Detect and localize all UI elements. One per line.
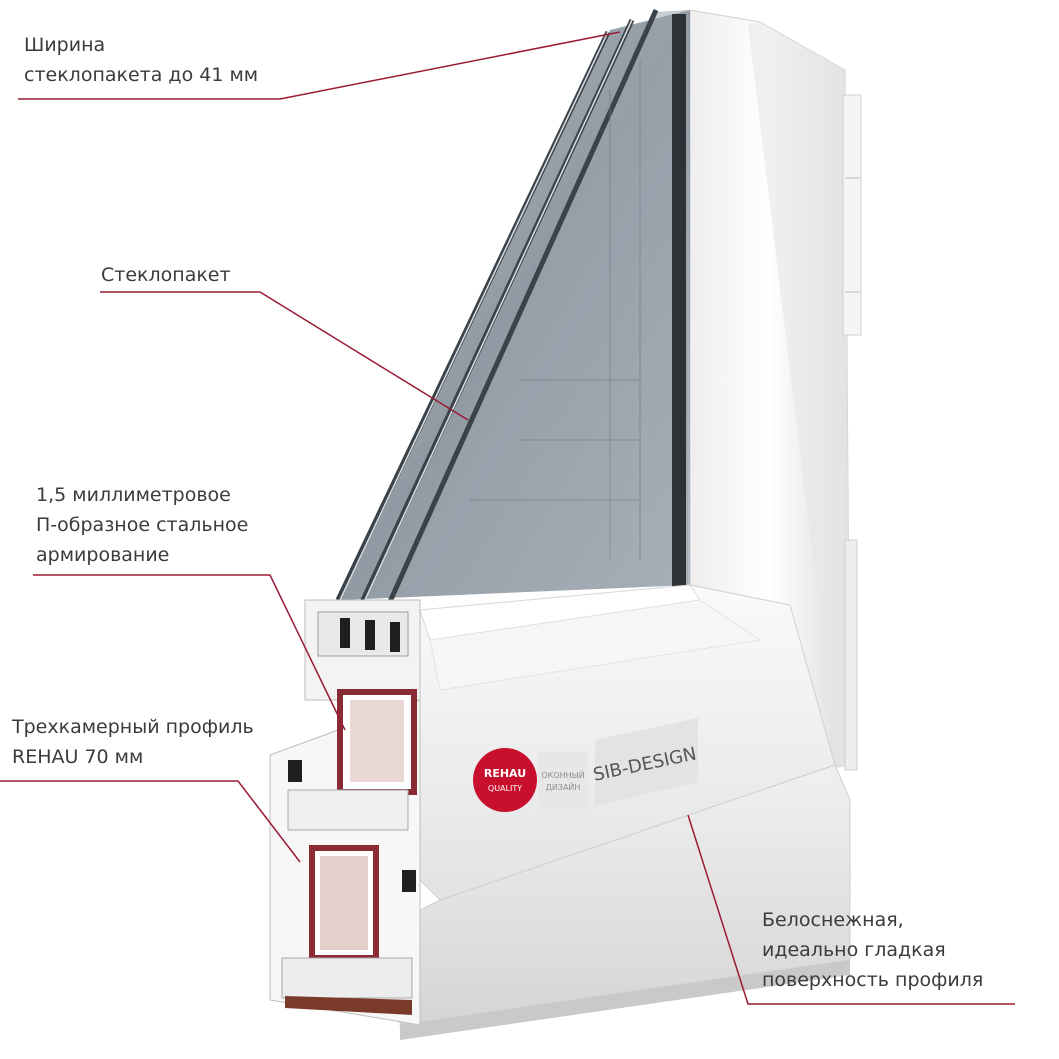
callout-steel-reinforcement: 1,5 миллиметровое П-образное стальное ар… <box>36 480 248 570</box>
callout-glass-unit: Стеклопакет <box>101 260 231 290</box>
rehau-logo-line2: QUALITY <box>488 784 522 793</box>
callout-steel-line2: П-образное стальное <box>36 514 249 536</box>
vertical-frame <box>689 9 862 771</box>
callout-surface-line2: идеально гладкая <box>762 939 946 961</box>
callout-glass-width-line2: стеклопакета до 41 мм <box>24 64 259 86</box>
rehau-logo <box>473 748 537 812</box>
leader-steel <box>33 574 346 731</box>
callout-surface-line3: поверхность профиля <box>762 969 984 991</box>
callout-surface: Белоснежная, идеально гладкая поверхност… <box>762 905 983 995</box>
leader-profile <box>0 780 301 863</box>
brand-badges: REHAU QUALITY ОКОННЫЙ ДИЗАЙН SIB-DESIGN <box>473 718 698 812</box>
glass-panes <box>335 8 690 608</box>
callout-glass-unit-line1: Стеклопакет <box>101 264 231 286</box>
leader-surface <box>687 814 1015 1005</box>
rehau-logo-line1: REHAU <box>484 767 526 780</box>
profile-cross-section <box>269 599 421 1026</box>
callout-surface-line1: Белоснежная, <box>762 909 904 931</box>
okonny-badge-line1: ОКОННЫЙ <box>541 769 584 780</box>
okonny-badge-line2: ДИЗАЙН <box>546 781 581 792</box>
callout-profile-line1: Трехкамерный профиль <box>12 716 254 738</box>
callout-profile: Трехкамерный профиль REHAU 70 мм <box>12 712 254 772</box>
callout-profile-line2: REHAU 70 мм <box>12 746 144 768</box>
callout-glass-width: Ширина стеклопакета до 41 мм <box>24 30 258 90</box>
leader-glass-width <box>18 31 621 100</box>
leader-glass-unit <box>100 291 469 421</box>
callout-glass-width-line1: Ширина <box>24 34 106 56</box>
leader-lines <box>0 31 1015 1005</box>
callout-steel-line1: 1,5 миллиметровое <box>36 484 231 506</box>
callout-steel-line3: армирование <box>36 544 170 566</box>
